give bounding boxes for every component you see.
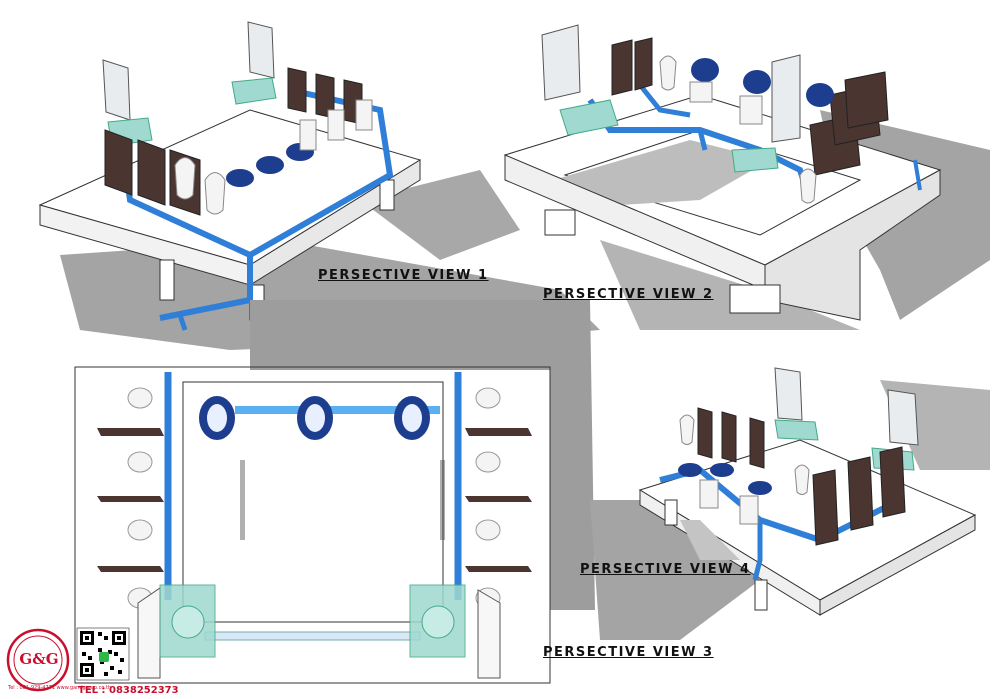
view2-partition — [844, 71, 889, 129]
view4-partition — [749, 417, 765, 469]
view3-partition — [465, 496, 532, 502]
view3-urinal — [127, 519, 153, 541]
view2-hole-shade — [560, 140, 770, 205]
view4-toilet — [678, 463, 702, 477]
view3-court — [245, 460, 440, 540]
brand-telephone: TEL : 0838252373 — [78, 685, 179, 696]
view-label-1: PERSECTIVE VIEW 1 — [318, 268, 489, 283]
view2-urinal — [659, 55, 677, 91]
view4-slab-side-2 — [819, 514, 976, 616]
view3-partition — [97, 428, 164, 436]
view2-urinal — [799, 168, 817, 204]
view4-mirror — [774, 367, 803, 421]
perspective-view-2 — [503, 24, 990, 330]
view4-inner-shade — [680, 520, 740, 560]
brand-logo-text: G&G — [19, 650, 59, 668]
view4-partition — [879, 446, 906, 518]
view2-toilet — [743, 70, 771, 94]
view1-mirror — [247, 21, 275, 79]
view4-partition — [847, 456, 874, 531]
view4-tank — [699, 479, 719, 509]
view2-partition — [611, 39, 633, 96]
view1-toilet — [256, 156, 284, 174]
view1-pipe — [177, 314, 188, 331]
view2-pipe — [913, 159, 922, 191]
view4-toilet — [710, 463, 734, 477]
view1-partition — [137, 139, 166, 206]
view1-toilet — [226, 169, 254, 187]
view1-partition — [287, 67, 307, 113]
view1-leg — [379, 179, 395, 211]
view3-shadow — [250, 300, 595, 610]
view1-tank — [355, 99, 373, 131]
view2-tank — [739, 95, 763, 125]
view4-partition — [697, 407, 713, 459]
view-label-4: PERSECTIVE VIEW 4 — [580, 562, 751, 577]
view4-toilet — [748, 481, 772, 495]
brand-contact-line: Tel : 081-929-4771 www.gandgroup.co.th — [8, 685, 112, 691]
view2-leg — [544, 209, 576, 236]
view3-partition — [465, 566, 532, 572]
view3-door — [477, 589, 501, 679]
view4-sink — [774, 419, 819, 441]
view4-urinal — [679, 414, 695, 445]
gg-logo-seal — [6, 628, 70, 692]
view1-mirror — [102, 59, 131, 121]
perspective-view-4 — [590, 367, 990, 640]
view4-partition — [721, 411, 737, 463]
view3-frame — [74, 366, 551, 684]
view3-urinal — [475, 451, 501, 473]
qr-code — [76, 627, 130, 681]
view2-tank — [689, 81, 713, 103]
view3-sink — [409, 584, 466, 658]
view4-leg — [664, 499, 678, 526]
view1-urinal — [174, 157, 196, 200]
view2-pipe — [638, 83, 691, 118]
view2-partition — [634, 37, 653, 91]
view3-toilet — [199, 396, 235, 440]
view3-bottom-rail — [204, 631, 421, 641]
view-label-3: PERSECTIVE VIEW 3 — [543, 645, 714, 660]
view3-urinal — [475, 387, 501, 409]
perspective-view-3 — [74, 300, 595, 684]
view3-urinal — [127, 451, 153, 473]
view1-leg — [159, 259, 175, 301]
view2-toilet — [691, 58, 719, 82]
view3-toilet — [394, 396, 430, 440]
view3-toilet — [297, 396, 333, 440]
view4-partition — [812, 469, 839, 546]
brand-logo: G&G — [6, 628, 72, 694]
view1-partition — [104, 129, 133, 196]
view2-leg — [729, 284, 781, 314]
view3-sink — [159, 584, 216, 658]
view3-door — [137, 587, 161, 679]
view2-mirror — [541, 24, 581, 101]
view4-mirror — [887, 389, 919, 446]
view1-tank — [299, 119, 317, 151]
view2-pipe — [697, 129, 708, 151]
view3-partition — [97, 496, 164, 502]
view1-tank — [327, 109, 345, 141]
view2-toilet — [806, 83, 834, 107]
view1-sink — [231, 77, 277, 105]
view2-mirror — [771, 54, 801, 143]
view3-partition — [97, 566, 164, 572]
view2-sink — [559, 99, 619, 136]
view4-tank — [739, 495, 759, 525]
view1-urinal — [204, 172, 226, 215]
view4-leg — [754, 579, 768, 611]
view3-frame-inner — [182, 381, 444, 623]
view3-urinal — [127, 387, 153, 409]
view2-sink — [731, 147, 779, 173]
view4-pipe — [752, 520, 763, 581]
view4-urinal — [794, 464, 810, 495]
view3-urinal — [475, 519, 501, 541]
view3-partition — [465, 428, 532, 436]
view-label-2: PERSECTIVE VIEW 2 — [543, 287, 714, 302]
